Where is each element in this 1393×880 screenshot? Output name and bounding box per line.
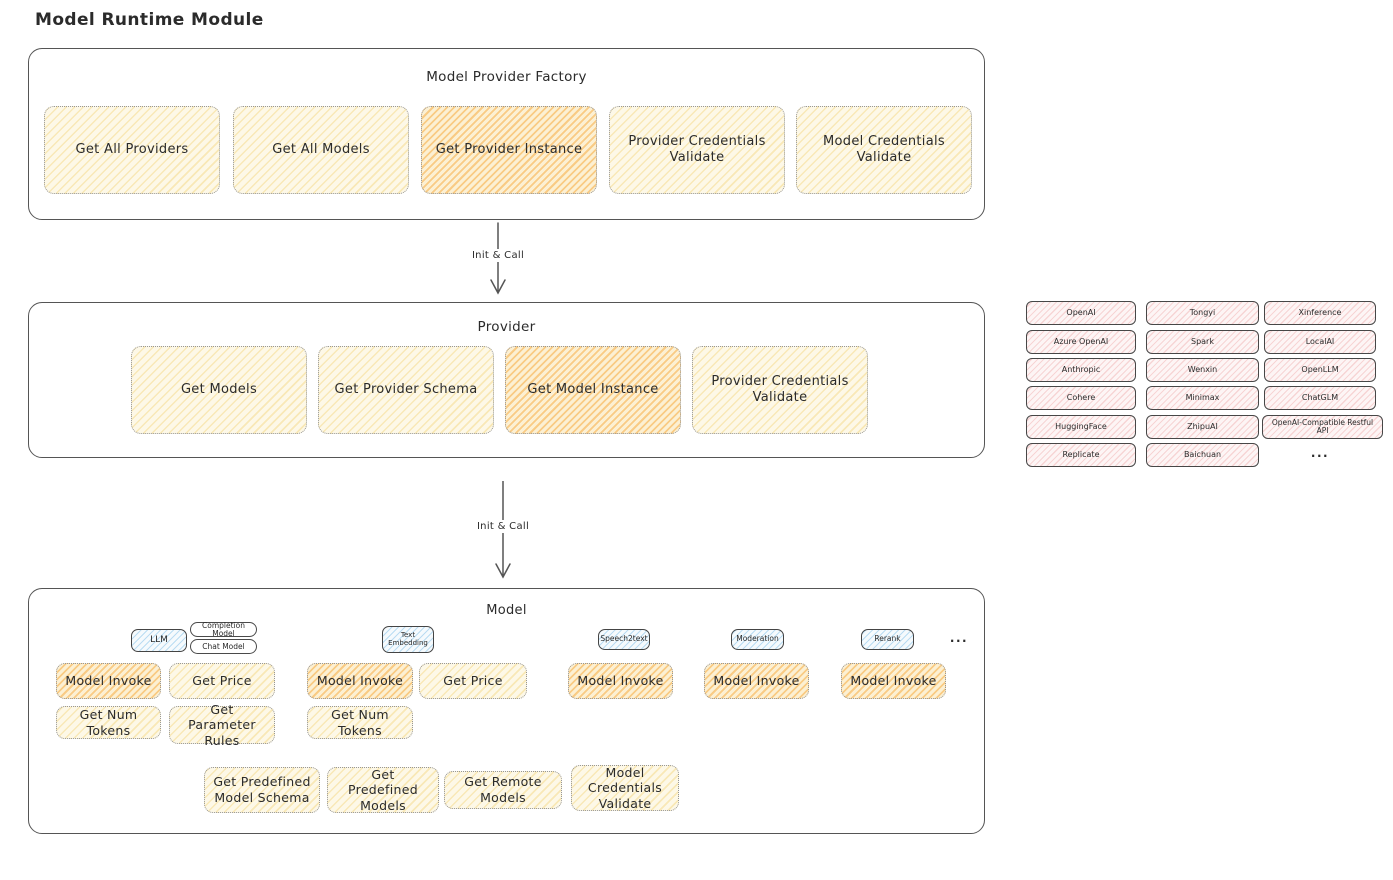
provider-box: Provider Get Models Get Provider Schema … — [28, 302, 985, 458]
embedding-model-invoke: Model Invoke — [307, 663, 413, 699]
model-get-remote-models: Get Remote Models — [444, 771, 562, 809]
model-type-llm: LLM — [131, 629, 187, 652]
provider-get-provider-schema: Get Provider Schema — [318, 346, 494, 434]
factory-get-all-models: Get All Models — [233, 106, 409, 194]
llm-get-num-tokens: Get Num Tokens — [56, 706, 161, 739]
factory-model-credentials-validate: Model Credentials Validate — [796, 106, 972, 194]
model-type-rerank: Rerank — [861, 629, 914, 650]
provider-get-model-instance: Get Model Instance — [505, 346, 681, 434]
factory-box-title: Model Provider Factory — [426, 69, 587, 85]
model-type-speech2text: Speech2text — [598, 629, 650, 650]
arrow1-label: Init & Call — [458, 249, 538, 262]
providers-more-ellipsis: ... — [1310, 446, 1330, 460]
provider-box-title: Provider — [477, 319, 536, 335]
provider-pill-minimax: Minimax — [1146, 386, 1259, 410]
provider-pill-localai: LocalAI — [1264, 330, 1376, 354]
moderation-model-invoke: Model Invoke — [704, 663, 809, 699]
provider-pill-xinference: Xinference — [1264, 301, 1376, 325]
provider-pill-tongyi: Tongyi — [1146, 301, 1259, 325]
model-type-chat-model: Chat Model — [190, 639, 257, 654]
provider-pill-spark: Spark — [1146, 330, 1259, 354]
speech2text-model-invoke: Model Invoke — [568, 663, 673, 699]
provider-pill-baichuan: Baichuan — [1146, 443, 1259, 467]
provider-pill-openllm: OpenLLM — [1264, 358, 1376, 382]
provider-pill-azure-openai: Azure OpenAI — [1026, 330, 1136, 354]
embedding-get-price: Get Price — [419, 663, 527, 699]
page-title: Model Runtime Module — [35, 10, 264, 30]
model-get-predefined-models: Get Predefined Models — [327, 767, 439, 813]
llm-get-parameter-rules: Get Parameter Rules — [169, 702, 275, 748]
model-type-completion-model: Completion Model — [190, 622, 257, 637]
model-type-moderation: Moderation — [731, 629, 784, 650]
llm-get-price: Get Price — [169, 663, 275, 699]
model-type-text-embedding: Text Embedding — [382, 626, 434, 653]
factory-box: Model Provider Factory Get All Providers… — [28, 48, 985, 220]
provider-get-models: Get Models — [131, 346, 307, 434]
provider-pill-openai-compatible: OpenAI-Compatible Restful API — [1262, 415, 1383, 439]
factory-provider-credentials-validate: Provider Credentials Validate — [609, 106, 785, 194]
model-types-more-ellipsis: ... — [949, 631, 969, 645]
factory-get-all-providers: Get All Providers — [44, 106, 220, 194]
model-get-predefined-model-schema: Get Predefined Model Schema — [204, 767, 320, 813]
model-box-title: Model — [486, 603, 527, 618]
provider-pill-chatglm: ChatGLM — [1264, 386, 1376, 410]
provider-pill-huggingface: HuggingFace — [1026, 415, 1136, 439]
rerank-model-invoke: Model Invoke — [841, 663, 946, 699]
factory-get-provider-instance: Get Provider Instance — [421, 106, 597, 194]
provider-credentials-validate: Provider Credentials Validate — [692, 346, 868, 434]
model-credentials-validate: Model Credentials Validate — [571, 765, 679, 811]
embedding-get-num-tokens: Get Num Tokens — [307, 706, 413, 739]
llm-model-invoke: Model Invoke — [56, 663, 161, 699]
provider-pill-anthropic: Anthropic — [1026, 358, 1136, 382]
provider-pill-cohere: Cohere — [1026, 386, 1136, 410]
provider-pill-openai: OpenAI — [1026, 301, 1136, 325]
provider-pill-wenxin: Wenxin — [1146, 358, 1259, 382]
provider-pill-replicate: Replicate — [1026, 443, 1136, 467]
provider-pill-zhipuai: ZhipuAI — [1146, 415, 1259, 439]
model-box: Model LLM Completion Model Chat Model Te… — [28, 588, 985, 834]
arrow2-label: Init & Call — [463, 520, 543, 533]
